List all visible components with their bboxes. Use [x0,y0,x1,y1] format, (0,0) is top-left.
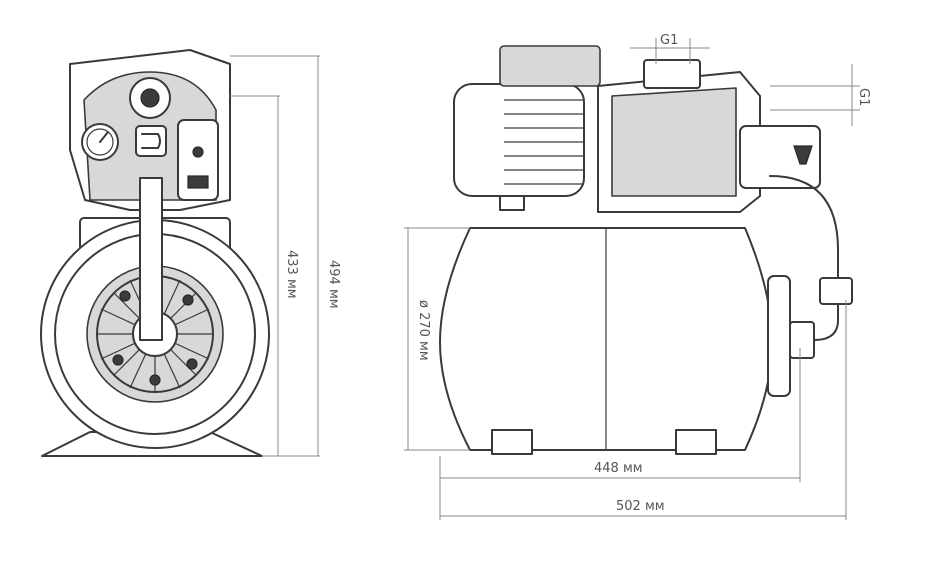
side-dimensions: ø 270 мм 448 мм 502 мм G1 G1 [404,33,871,520]
dimension-outlet-thread: G1 [660,33,678,48]
side-membrane-flange [767,275,791,397]
front-view [40,49,270,457]
front-dimensions: 494 мм 433 мм [230,55,341,457]
dimension-overall-height: 494 мм [326,260,341,309]
side-tank-foot-right [675,429,717,455]
side-drain-fitting [789,321,815,359]
dimension-tank-diameter: ø 270 мм [416,300,431,361]
dimension-tank-length: 448 мм [594,461,643,476]
side-terminal-box [499,45,601,87]
front-connecting-pipe [139,177,163,341]
side-motor-support [499,195,525,211]
dimension-inlet-thread: G1 [856,88,871,106]
side-tank-foot-left [491,429,533,455]
side-pressure-switch [739,125,821,189]
dimension-body-height: 433 мм [284,250,299,299]
dimension-overall-length: 502 мм [616,499,665,514]
side-view [439,45,853,455]
front-logo-plate [135,125,167,157]
side-outlet-port [643,59,701,89]
side-motor [453,83,585,197]
